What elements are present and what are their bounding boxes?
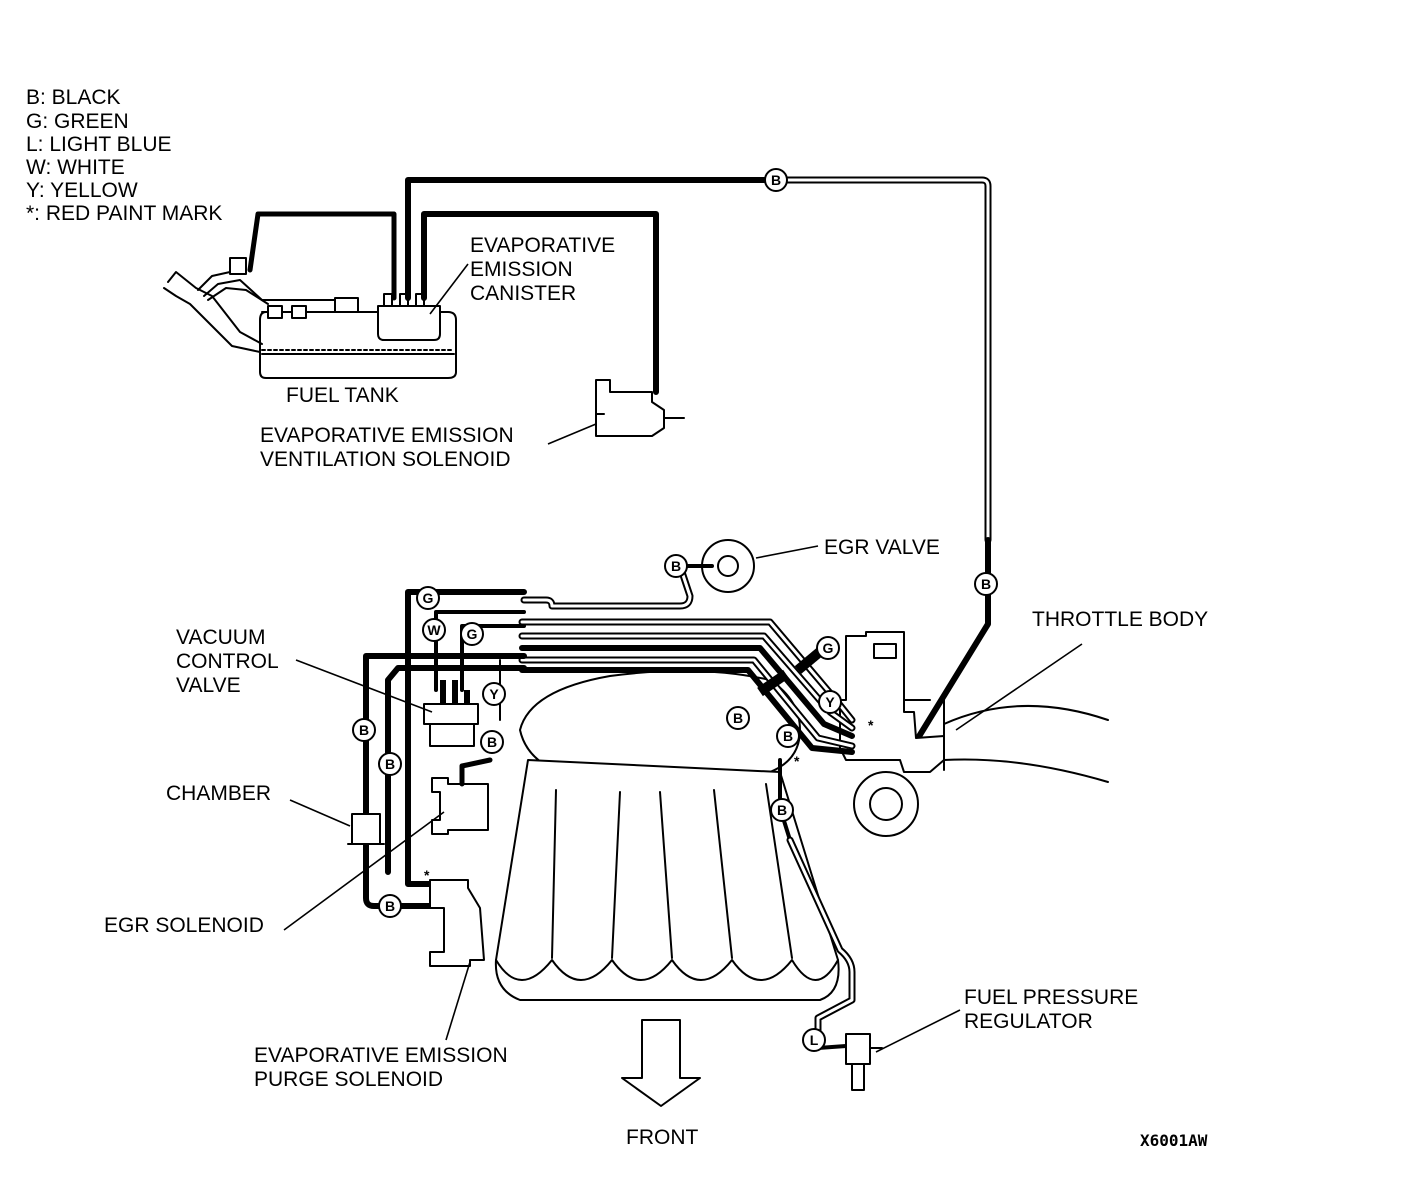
legend-red-paint-mark: *: RED PAINT MARK (26, 202, 222, 225)
hose-tag-black-purge: B (378, 894, 402, 918)
red-paint-mark: * (794, 753, 800, 769)
throttle-body (839, 631, 1109, 837)
vent-solenoid-label-2: VENTILATION SOLENOID (260, 448, 511, 471)
canister-label-1: EVAPORATIVE (470, 234, 615, 257)
canister-label-2: EMISSION (470, 258, 573, 281)
svg-text:B: B (771, 172, 781, 188)
hose-tag-black-lower: B (770, 798, 794, 822)
chamber-label: CHAMBER (166, 782, 271, 805)
svg-text:B: B (487, 734, 497, 750)
hose-tag-black-vcv: B (480, 730, 504, 754)
fuel-pressure-regulator (845, 1033, 883, 1091)
evaporative-emission-canister (377, 293, 441, 341)
vacuum-control-valve (423, 680, 479, 747)
hose-tag-green-mid: G (460, 622, 484, 646)
svg-text:B: B (385, 898, 395, 914)
evaporative-emission-purge-solenoid (429, 879, 485, 967)
hose-tag-black-right-2: B (776, 724, 800, 748)
hose-tag-light-blue-regulator: L (802, 1028, 826, 1052)
hose-bundle (518, 562, 856, 755)
hose-tag-egr-valve: B (664, 554, 688, 578)
left-outer-b-hose (363, 653, 527, 909)
svg-text:Y: Y (825, 694, 835, 710)
svg-text:B: B (981, 576, 991, 592)
canister-to-vent-solenoid-hose (421, 211, 659, 395)
vacuum-control-valve-label-2: CONTROL (176, 650, 279, 673)
legend-light-blue: L: LIGHT BLUE (26, 133, 172, 156)
legend-black: B: BLACK (26, 86, 121, 109)
intake-manifold (494, 669, 840, 1001)
purge-solenoid-label-1: EVAPORATIVE EMISSION (254, 1044, 508, 1067)
svg-text:G: G (423, 590, 434, 606)
chamber (347, 813, 385, 845)
color-legend: B: BLACK G: GREEN L: LIGHT BLUE W: WHITE… (26, 86, 222, 225)
svg-text:B: B (783, 728, 793, 744)
egr-solenoid-label: EGR SOLENOID (104, 914, 264, 937)
svg-text:G: G (823, 640, 834, 656)
canister-label-3: CANISTER (470, 282, 576, 305)
canister-purge-hose (405, 177, 779, 301)
fuel-tank-label: FUEL TANK (286, 384, 399, 407)
hose-tag-green-right: G (816, 636, 840, 660)
front-arrow (621, 1019, 701, 1107)
svg-text:B: B (385, 756, 395, 772)
legend-green: G: GREEN (26, 110, 129, 133)
hose-tag-black-right-1: B (726, 706, 750, 730)
purge-solenoid-label-2: PURGE SOLENOID (254, 1068, 443, 1091)
fuel-pressure-regulator-label-1: FUEL PRESSURE (964, 986, 1138, 1009)
fuel-pressure-regulator-label-2: REGULATOR (964, 1010, 1093, 1033)
figure-code: X6001AW (1140, 1131, 1208, 1150)
fuel-tank (163, 211, 457, 379)
red-paint-mark: * (424, 867, 430, 883)
front-label: FRONT (626, 1126, 698, 1149)
hose-tag-white: W (422, 618, 446, 642)
hose-tag-black-left-inner: B (378, 752, 402, 776)
vent-solenoid-label-1: EVAPORATIVE EMISSION (260, 424, 514, 447)
evaporative-emission-ventilation-solenoid (595, 379, 685, 437)
legend-white: W: WHITE (26, 156, 125, 179)
egr-solenoid (431, 757, 493, 835)
egr-valve (686, 539, 755, 593)
hose-tag-black-left-outer: B (352, 718, 376, 742)
hose-tag-yellow-left: Y (482, 682, 506, 706)
svg-text:Y: Y (489, 686, 499, 702)
hose-tag-top-line: B (764, 168, 788, 192)
hose-tag-yellow-right: Y (818, 690, 842, 714)
svg-text:B: B (733, 710, 743, 726)
svg-text:W: W (427, 622, 441, 638)
hose-tag-right-line: B (974, 572, 998, 596)
svg-text:B: B (359, 722, 369, 738)
svg-text:B: B (777, 802, 787, 818)
vacuum-control-valve-label-1: VACUUM (176, 626, 265, 649)
svg-text:G: G (467, 626, 478, 642)
legend-yellow: Y: YELLOW (26, 179, 138, 202)
egr-valve-label: EGR VALVE (824, 536, 940, 559)
hose-tag-green-top: G (416, 586, 440, 610)
svg-text:B: B (671, 558, 681, 574)
left-inner-b-hose (405, 589, 527, 887)
vacuum-control-valve-label-3: VALVE (176, 674, 241, 697)
red-paint-mark: * (868, 717, 874, 733)
throttle-body-label: THROTTLE BODY (1032, 608, 1208, 631)
svg-text:L: L (810, 1032, 819, 1048)
